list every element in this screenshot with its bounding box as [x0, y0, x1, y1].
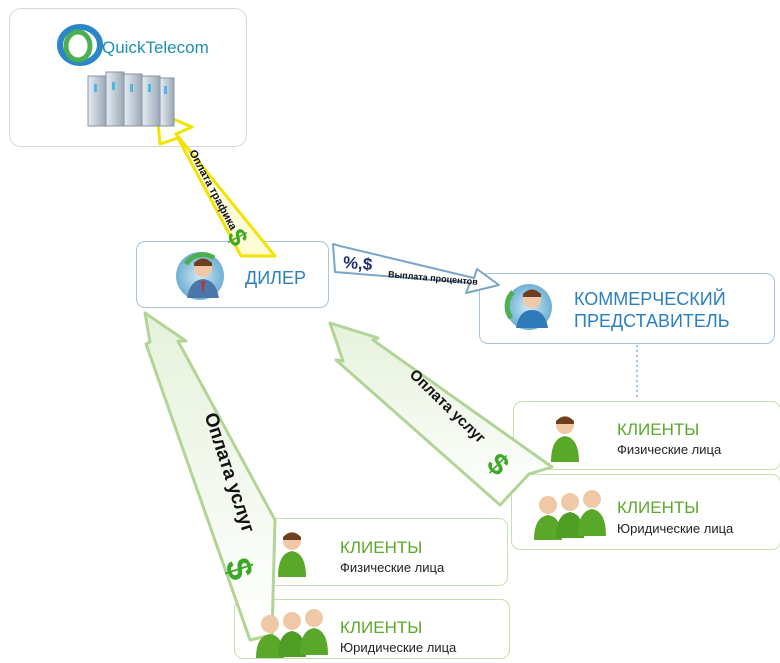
dealer-avatar-icon [176, 252, 224, 300]
clients-title: КЛИЕНТЫ [340, 618, 423, 637]
commercial-rep-title: КОММЕРЧЕСКИЙ ПРЕДСТАВИТЕЛЬ [574, 289, 730, 331]
services-payment-arrow-right [328, 321, 554, 507]
clients-subtitle: Юридические лица [340, 640, 457, 655]
person-icon-left [278, 532, 306, 577]
people-group-icon-left [256, 609, 328, 658]
services-payment-arrow-left [143, 311, 277, 642]
commercial-rep-avatar-icon [504, 284, 552, 330]
clients-subtitle: Юридические лица [617, 521, 734, 536]
clients-subtitle: Физические лица [617, 442, 722, 457]
clients-title: КЛИЕНТЫ [617, 498, 700, 517]
percent-payment-arrow [332, 243, 500, 294]
servers-icon [87, 71, 175, 127]
traffic-payment-arrow [155, 110, 277, 258]
people-group-icon-right [534, 490, 606, 540]
dealer-title: ДИЛЕР [245, 268, 306, 288]
clients-title: КЛИЕНТЫ [340, 538, 423, 557]
clients-title: КЛИЕНТЫ [617, 420, 700, 439]
logo-text: QuickTelecom [102, 38, 209, 57]
person-icon-right [551, 416, 579, 462]
percent-dollar-symbol: %,$ [342, 252, 374, 275]
quicktelecom-logo-icon [57, 24, 103, 66]
clients-subtitle: Физические лица [340, 560, 445, 575]
dealer-box [136, 241, 329, 308]
